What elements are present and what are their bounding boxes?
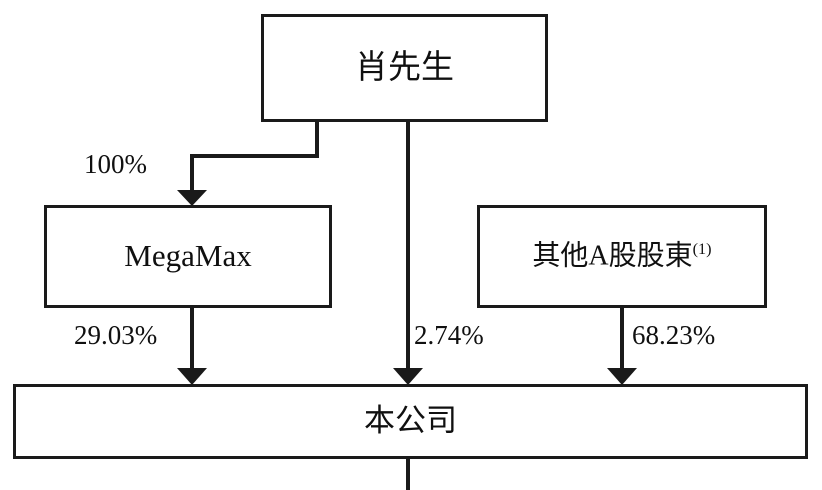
arrowhead-into-company-center [393,368,423,385]
node-other-a-share-shareholders[interactable]: 其他A股股東(1) [477,205,767,308]
footnote-marker: (1) [692,239,712,258]
node-other-text: 其他A股股東 [532,240,693,272]
node-other-a-share-shareholders-label: 其他A股股東(1) [532,239,712,272]
edge-label-29-03-percent: 29.03% [74,320,158,350]
edge-label-2-74-percent: 2.74% [414,320,484,350]
arrowhead-into-megamax [177,190,207,206]
node-mr-xiao-label: 肖先生 [355,49,454,86]
edge-top-to-megamax [177,122,319,206]
node-the-company-label: 本公司 [364,403,457,439]
arrowhead-into-company-right [607,368,637,385]
node-mr-xiao[interactable]: 肖先生 [261,14,548,122]
node-the-company[interactable]: 本公司 [13,384,808,459]
edge-megamax-to-company [177,308,207,385]
node-megamax-label: MegaMax [124,238,252,274]
edge-label-100-percent: 100% [84,149,147,179]
arrowhead-into-company-left [177,368,207,385]
edge-label-68-23-percent: 68.23% [632,320,716,350]
node-megamax[interactable]: MegaMax [44,205,332,308]
